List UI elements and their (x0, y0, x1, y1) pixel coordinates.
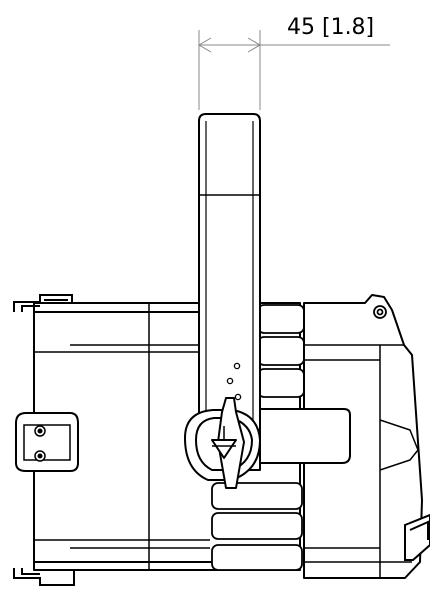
safety-eyelet-icon (373, 305, 387, 319)
side-handle-plate (15, 412, 79, 472)
handle-screw-icon (34, 425, 46, 462)
arrowhead-left (198, 37, 212, 53)
bottom-left-clip (13, 568, 75, 586)
cooling-fins (211, 304, 305, 571)
yoke-hole-icon (226, 362, 242, 401)
width-dimension (198, 30, 390, 110)
tilt-lock-knob-icon (184, 397, 261, 489)
dimension-label: 45 [1.8] (287, 15, 374, 40)
arrowhead-right (247, 37, 261, 53)
front-lens-section (303, 294, 423, 579)
front-latch (404, 513, 430, 561)
top-left-clip (13, 294, 73, 312)
yoke-arm (198, 113, 261, 471)
front-housing-outline (303, 294, 423, 579)
